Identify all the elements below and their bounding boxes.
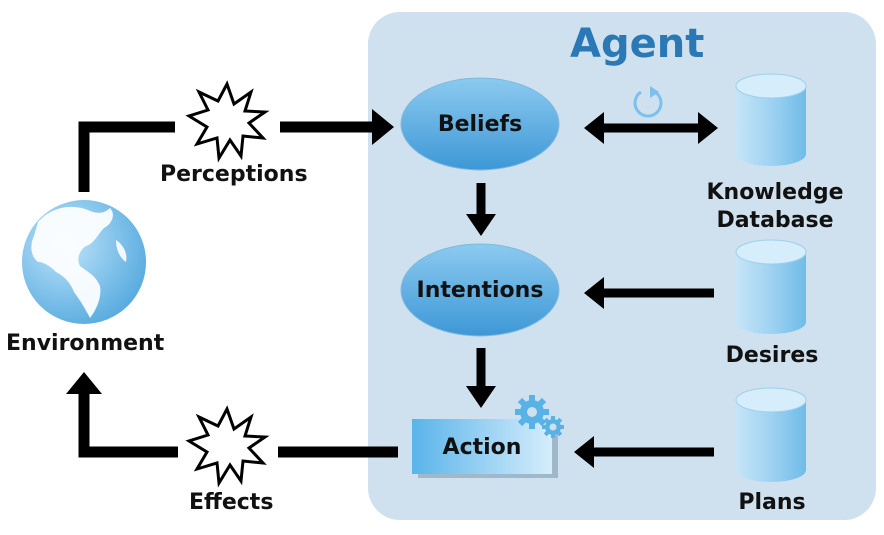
burst-icon	[185, 405, 270, 488]
beliefs-to-intentions-arrow	[466, 183, 496, 236]
beliefs-label: Beliefs	[437, 112, 523, 137]
knowledge-label-line2: Database	[716, 208, 834, 233]
gear-icon	[515, 395, 564, 438]
beliefs-knowledge-arrow	[584, 112, 718, 144]
intentions-to-action-arrow	[466, 348, 496, 408]
knowledge-label-line1: Knowledge	[706, 180, 844, 205]
knowledge-database-icon	[735, 73, 807, 166]
plans-to-action-arrow	[574, 436, 714, 468]
effects-path	[66, 372, 398, 458]
globe-icon	[22, 200, 146, 324]
effects-label: Effects	[189, 490, 274, 515]
plans-label: Plans	[738, 490, 806, 515]
refresh-icon	[633, 86, 663, 118]
perceptions-path	[78, 109, 394, 192]
perceptions-label: Perceptions	[160, 162, 308, 187]
burst-icon	[185, 80, 270, 163]
desires-label: Desires	[725, 343, 819, 368]
plans-database-icon	[735, 387, 807, 482]
intentions-node	[400, 243, 560, 337]
beliefs-node	[400, 77, 560, 171]
environment-label: Environment	[6, 331, 165, 356]
desires-database-icon	[735, 239, 807, 334]
intentions-label: Intentions	[416, 278, 544, 303]
desires-to-intentions-arrow	[584, 277, 714, 309]
agent-title: Agent	[570, 21, 705, 67]
action-node	[412, 419, 552, 474]
action-label: Action	[442, 435, 522, 460]
